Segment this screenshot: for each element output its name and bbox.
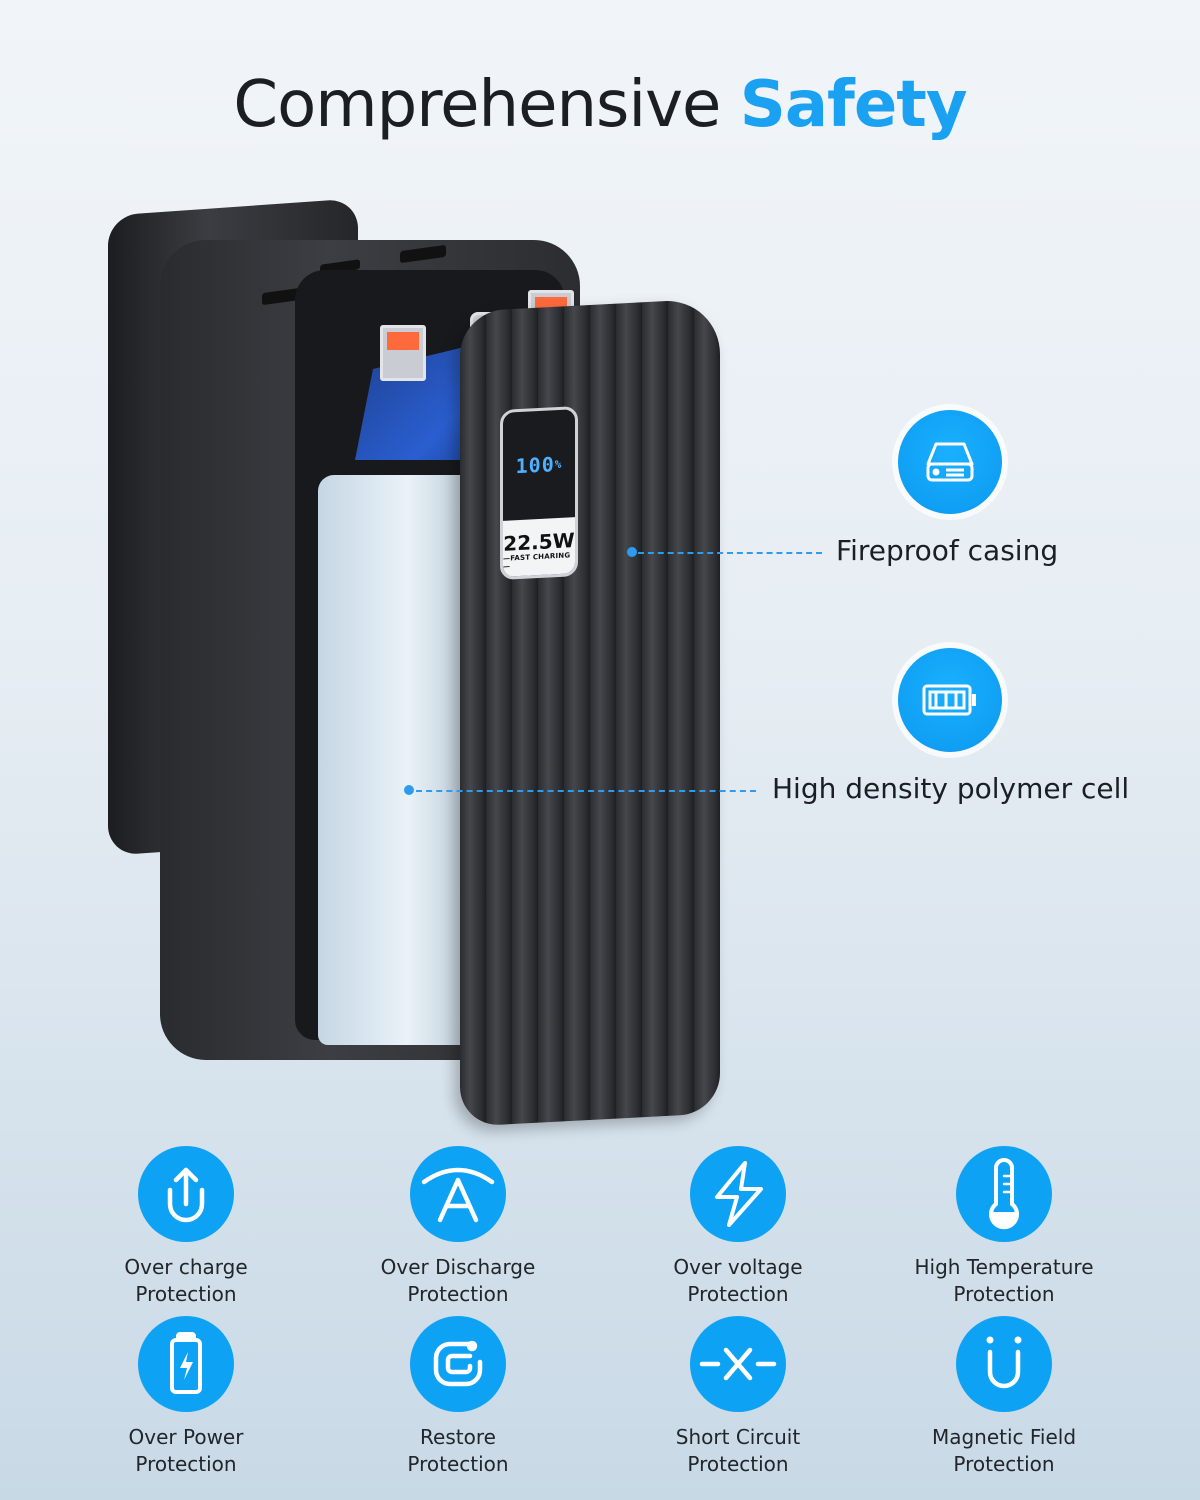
short-circuit-icon: [690, 1316, 786, 1412]
percentage-unit: %: [554, 457, 563, 471]
protection-line1: Over Discharge: [380, 1255, 536, 1279]
usb-a-port: [380, 325, 426, 381]
restore-loop-icon: [410, 1316, 506, 1412]
battery-percentage: 100%: [503, 409, 575, 521]
overcharge-arrow-icon: [138, 1146, 234, 1242]
wattage-subtitle: —FAST CHARING—: [503, 551, 571, 571]
protection-line1: Magnetic Field: [931, 1425, 1077, 1449]
lightning-bolt-icon: [690, 1146, 786, 1242]
protection-line2: Protection: [687, 1282, 789, 1306]
battery-cell-icon: [898, 648, 1002, 752]
protection-line2: Protection: [407, 1452, 509, 1476]
battery-bolt-icon: [138, 1316, 234, 1412]
thermometer-icon: [956, 1146, 1052, 1242]
protection-line1: Over voltage: [673, 1255, 803, 1279]
protection-line1: Over Power: [128, 1425, 244, 1449]
magnet-icon: [956, 1316, 1052, 1412]
wattage-label: 22.5W —FAST CHARING—: [503, 517, 575, 581]
protection-line2: Protection: [953, 1282, 1055, 1306]
callout-dot: [627, 547, 637, 557]
page-title: Comprehensive Safety: [0, 68, 1200, 142]
protection-line2: Protection: [135, 1452, 237, 1476]
callout-line: [416, 790, 756, 792]
protection-line1: Over charge: [124, 1255, 248, 1279]
led-display: 100% 22.5W —FAST CHARING—: [500, 405, 578, 581]
protection-line1: Short Circuit: [675, 1425, 801, 1449]
callout-polymer-cell: High density polymer cell: [772, 772, 1130, 805]
protection-line2: Protection: [953, 1452, 1055, 1476]
callout-fireproof-casing: Fireproof casing: [836, 534, 1059, 567]
protection-line1: Restore: [420, 1425, 496, 1449]
title-accent: Safety: [739, 68, 968, 142]
drive-casing-icon: [898, 410, 1002, 514]
ribbed-cover: [460, 298, 720, 1127]
percentage-value: 100: [515, 452, 555, 479]
protection-line1: High Temperature: [914, 1255, 1094, 1279]
title-regular: Comprehensive: [233, 68, 721, 142]
callout-dot: [404, 785, 414, 795]
ampere-arc-icon: [410, 1146, 506, 1242]
callout-line: [638, 552, 822, 554]
protection-line2: Protection: [135, 1282, 237, 1306]
protection-line2: Protection: [407, 1282, 509, 1306]
protection-line2: Protection: [687, 1452, 789, 1476]
power-bank-illustration: 100% 22.5W —FAST CHARING—: [108, 198, 720, 1127]
